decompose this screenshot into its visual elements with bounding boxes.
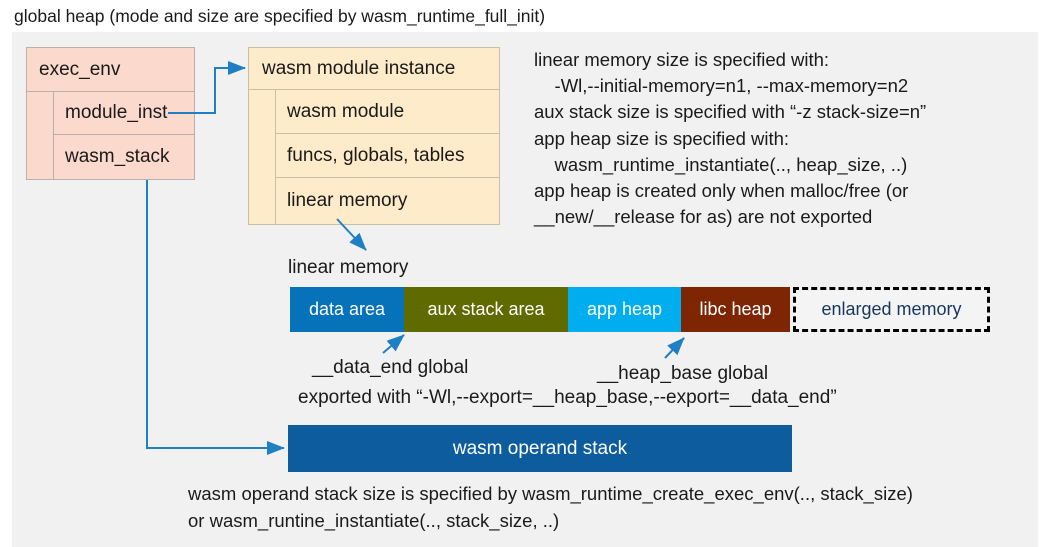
memory-configuration-notes: linear memory size is specified with: -W… — [534, 49, 927, 228]
heap-base-annotation: __heap_base global — [597, 363, 769, 384]
wasm-module-instance-header: wasm module instance — [248, 47, 500, 90]
memory-segment-label: app heap — [586, 299, 663, 319]
module-instance-row-linear-memory: linear memory — [275, 177, 500, 225]
exec-env-row-wasm-stack: wasm_stack — [53, 134, 195, 180]
data-end-annotation: __data_end global — [312, 357, 469, 378]
memory-segment-enlarged-memory: enlarged memory — [793, 287, 990, 332]
exec-env-header-label: exec_env — [39, 58, 121, 80]
memory-segment-label: enlarged memory — [821, 299, 962, 319]
linear-memory-bar-label: linear memory — [288, 257, 409, 278]
memory-segment-label: libc heap — [699, 299, 772, 319]
wasm-operand-stack-label: wasm operand stack — [452, 437, 628, 459]
module-inst-label: module_inst — [65, 102, 168, 123]
linear-memory-bar: data area aux stack area app heap libc heap… — [290, 287, 990, 332]
export-flags-annotation: exported with “-Wl,--export=__heap_base,… — [298, 387, 837, 408]
memory-segment-aux-stack-area: aux stack area — [404, 287, 568, 332]
module-instance-row-funcs-globals-tables: funcs, globals, tables — [275, 133, 500, 178]
wasm-stack-label: wasm_stack — [65, 146, 170, 167]
funcs-globals-tables-label: funcs, globals, tables — [287, 144, 465, 166]
wasm-module-instance-header-label: wasm module instance — [262, 57, 456, 79]
module-instance-row-wasm-module: wasm module — [275, 89, 500, 134]
linear-memory-row-label: linear memory — [287, 190, 408, 211]
memory-segment-label: data area — [308, 299, 386, 319]
page-title: global heap (mode and size are specified… — [14, 6, 546, 26]
wasm-operand-stack-box: wasm operand stack — [288, 425, 792, 472]
memory-segment-data-area: data area — [290, 287, 404, 332]
exec-env-header: exec_env — [26, 47, 195, 92]
memory-segment-app-heap: app heap — [568, 287, 681, 332]
wasm-module-label: wasm module — [287, 100, 405, 122]
memory-segment-label: aux stack area — [427, 299, 545, 319]
exec-env-row-module-inst: module_inst — [53, 91, 195, 135]
memory-segment-libc-heap: libc heap — [681, 287, 790, 332]
operand-stack-note: wasm operand stack size is specified by … — [188, 483, 913, 531]
